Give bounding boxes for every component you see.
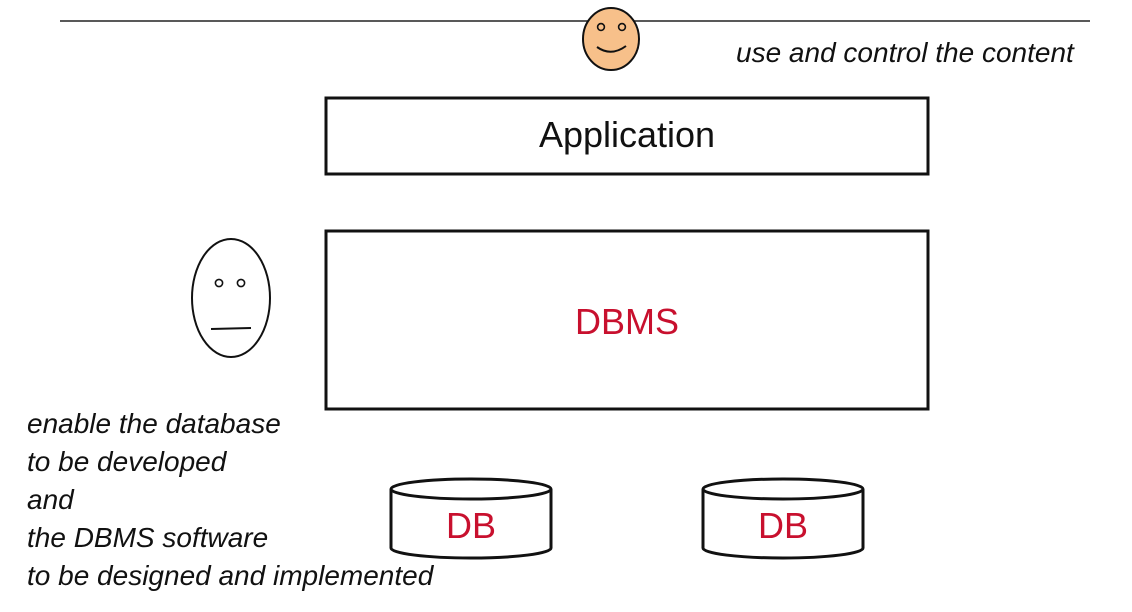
database-cylinder xyxy=(389,477,553,560)
developer-caption-line: and xyxy=(27,484,74,515)
application-box xyxy=(324,96,930,176)
neutral-face-icon xyxy=(191,238,271,358)
database-cylinder xyxy=(701,477,865,560)
developer-caption-line: to be designed and implemented xyxy=(27,560,434,591)
developer-caption-line: to be developed xyxy=(27,446,227,477)
end-user-caption: use and control the content xyxy=(736,37,1074,68)
smiley-face-icon xyxy=(582,7,640,71)
dbms-box xyxy=(324,229,930,411)
db-label: DB xyxy=(445,505,496,546)
developer-caption-line: enable the database xyxy=(27,408,281,439)
application-label: Application xyxy=(538,114,716,155)
developer-caption-line: the DBMS software xyxy=(27,522,269,553)
db-label: DB xyxy=(757,505,808,546)
dbms-label: DBMS xyxy=(574,301,679,342)
